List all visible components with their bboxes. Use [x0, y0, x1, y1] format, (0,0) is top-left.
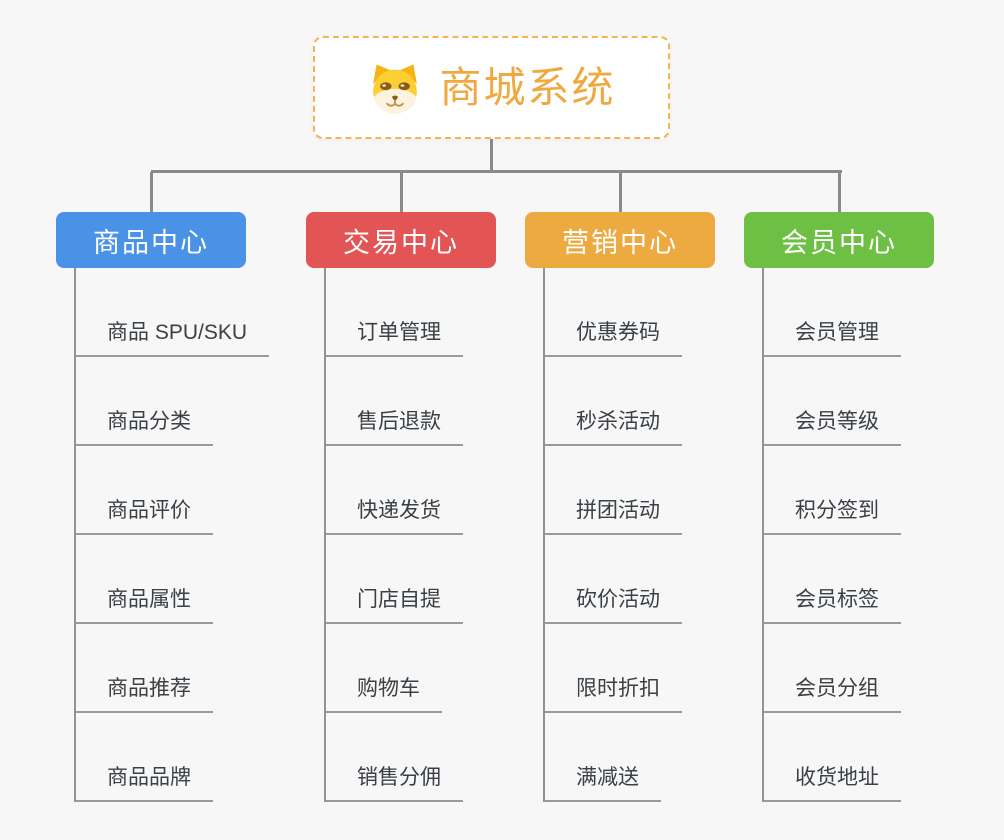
leaf-node[interactable]: 优惠券码 [543, 268, 775, 357]
branch-children-marketing: 优惠券码 秒杀活动 拼团活动 砍价活动 限时折扣 满减送 [543, 268, 775, 802]
branch-node-member-center[interactable]: 会员中心 [744, 212, 934, 268]
branch-children-product: 商品 SPU/SKU 商品分类 商品评价 商品属性 商品推荐 商品品牌 [74, 268, 306, 802]
leaf-node[interactable]: 售后退款 [324, 357, 556, 446]
leaf-node[interactable]: 销售分佣 [324, 713, 556, 802]
leaf-node[interactable]: 订单管理 [324, 268, 556, 357]
leaf-node[interactable]: 收货地址 [762, 713, 994, 802]
leaf-node[interactable]: 商品评价 [74, 446, 306, 535]
leaf-node[interactable]: 会员标签 [762, 535, 994, 624]
connector-drop-product [150, 172, 153, 213]
leaf-node[interactable]: 商品 SPU/SKU [74, 268, 306, 357]
dog-face-icon [367, 60, 423, 116]
branch-node-marketing-center[interactable]: 营销中心 [525, 212, 715, 268]
leaf-node[interactable]: 商品属性 [74, 535, 306, 624]
root-title: 商城系统 [439, 63, 616, 111]
leaf-node[interactable]: 砍价活动 [543, 535, 775, 624]
connector-trunk [74, 268, 76, 802]
leaf-node[interactable]: 商品分类 [74, 357, 306, 446]
connector-drop-trade [400, 172, 403, 213]
leaf-node[interactable]: 商品品牌 [74, 713, 306, 802]
connector-drop-member [838, 172, 841, 213]
connector-trunk [324, 268, 326, 802]
branch-member-center: 会员中心 会员管理 会员等级 积分签到 会员标签 会员分组 收货地址 [744, 212, 994, 802]
branch-node-product-center[interactable]: 商品中心 [56, 212, 246, 268]
branch-children-member: 会员管理 会员等级 积分签到 会员标签 会员分组 收货地址 [762, 268, 994, 802]
root-node[interactable]: 商城系统 [313, 36, 670, 139]
branch-marketing-center: 营销中心 优惠券码 秒杀活动 拼团活动 砍价活动 限时折扣 满减送 [525, 212, 775, 802]
leaf-node[interactable]: 积分签到 [762, 446, 994, 535]
leaf-node[interactable]: 满减送 [543, 713, 775, 802]
leaf-node[interactable]: 购物车 [324, 624, 556, 713]
leaf-node[interactable]: 拼团活动 [543, 446, 775, 535]
leaf-node[interactable]: 门店自提 [324, 535, 556, 624]
connector-drop-marketing [619, 172, 622, 213]
branch-children-trade: 订单管理 售后退款 快递发货 门店自提 购物车 销售分佣 [324, 268, 556, 802]
connector-trunk [543, 268, 545, 802]
connector-trunk [762, 268, 764, 802]
leaf-node[interactable]: 商品推荐 [74, 624, 306, 713]
leaf-node[interactable]: 会员等级 [762, 357, 994, 446]
leaf-node[interactable]: 会员管理 [762, 268, 994, 357]
leaf-node[interactable]: 秒杀活动 [543, 357, 775, 446]
connector-rail [151, 170, 842, 173]
branch-product-center: 商品中心 商品 SPU/SKU 商品分类 商品评价 商品属性 商品推荐 商品品牌 [56, 212, 306, 802]
branch-node-trade-center[interactable]: 交易中心 [306, 212, 496, 268]
leaf-node[interactable]: 限时折扣 [543, 624, 775, 713]
connector-root-stub [490, 139, 493, 172]
leaf-node[interactable]: 快递发货 [324, 446, 556, 535]
leaf-node[interactable]: 会员分组 [762, 624, 994, 713]
branch-trade-center: 交易中心 订单管理 售后退款 快递发货 门店自提 购物车 销售分佣 [306, 212, 556, 802]
